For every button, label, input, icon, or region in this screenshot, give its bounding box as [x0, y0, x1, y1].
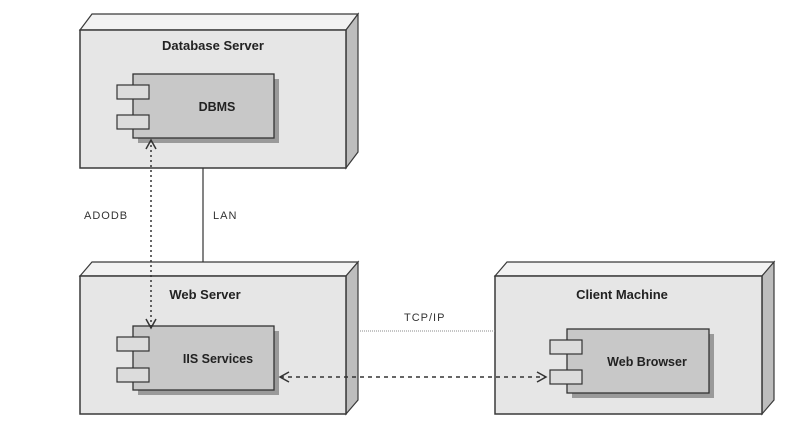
node-client-machine[interactable]: Client Machine Web Browser — [493, 260, 776, 416]
component-port-icon — [116, 84, 150, 100]
node-web-server[interactable]: Web Server IIS Services — [78, 260, 360, 416]
node-title-client-machine: Client Machine — [576, 287, 668, 302]
component-port-icon — [549, 339, 583, 355]
lan-label: LAN — [213, 210, 237, 222]
node-title-web-server: Web Server — [169, 287, 240, 302]
component-label-iis-services: IIS Services — [183, 352, 253, 366]
component-port-icon — [116, 336, 150, 352]
node-database-server[interactable]: Database Server DBMS — [78, 12, 360, 170]
component-port-icon — [549, 369, 583, 385]
component-web-browser[interactable]: Web Browser — [549, 328, 714, 398]
component-port-icon — [116, 367, 150, 383]
component-label-web-browser: Web Browser — [607, 355, 687, 369]
component-label-dbms: DBMS — [199, 100, 236, 114]
adodb-label: ADODB — [84, 210, 128, 222]
component-iis-services[interactable]: IIS Services — [116, 325, 279, 395]
component-port-icon — [116, 114, 150, 130]
component-dbms[interactable]: DBMS — [116, 73, 279, 143]
tcpip-label: TCP/IP — [404, 312, 445, 324]
node-title-database-server: Database Server — [162, 38, 264, 53]
